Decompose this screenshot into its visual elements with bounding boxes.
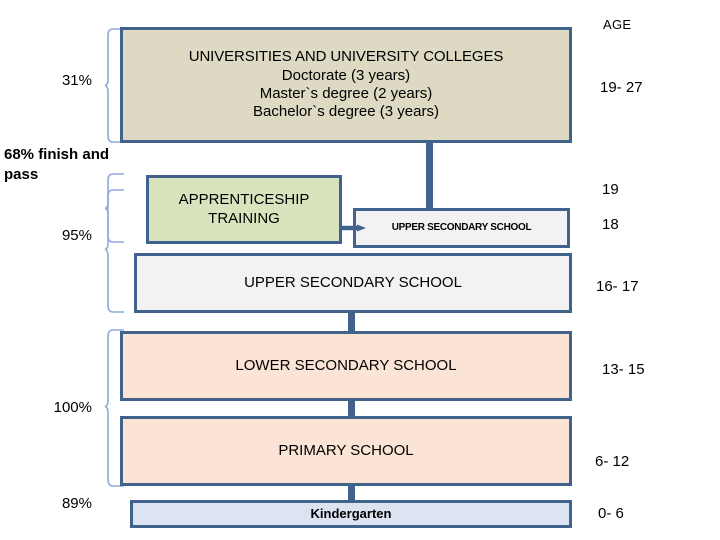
upper-secondary-large-label: UPPER SECONDARY SCHOOL bbox=[244, 273, 462, 291]
percent-label-finish-and-pass: 68% finish and pass bbox=[4, 146, 110, 184]
percent-label-compulsory: 100% bbox=[53, 399, 92, 416]
connector-lower-secondary-to-primary bbox=[348, 398, 355, 419]
age-university: 19- 27 bbox=[600, 79, 643, 96]
stage-box-primary-school[interactable]: PRIMARY SCHOOL bbox=[120, 416, 572, 486]
arrow-right-icon bbox=[341, 224, 366, 232]
brace-compulsory bbox=[104, 329, 124, 487]
apprenticeship-line-1: APPRENTICESHIP bbox=[178, 191, 310, 209]
stage-box-apprenticeship-training[interactable]: APPRENTICESHIP TRAINING bbox=[146, 175, 342, 244]
connector-primary-to-kindergarten bbox=[348, 483, 355, 503]
brace-university bbox=[104, 28, 124, 143]
lower-secondary-label: LOWER SECONDARY SCHOOL bbox=[235, 356, 457, 374]
kindergarten-label: Kindergarten bbox=[310, 506, 392, 522]
age-upper-small: 18 bbox=[602, 216, 619, 233]
percent-label-upper-secondary: 95% bbox=[61, 227, 92, 244]
upper-secondary-small-label: UPPER SECONDARY SCHOOL bbox=[391, 221, 532, 233]
stage-box-upper-secondary-school-small[interactable]: UPPER SECONDARY SCHOOL bbox=[353, 208, 570, 248]
age-kindergarten: 0- 6 bbox=[598, 505, 624, 522]
age-primary: 6- 12 bbox=[595, 453, 630, 470]
university-line-4: Bachelor`s degree (3 years) bbox=[253, 103, 439, 121]
stage-box-university[interactable]: UNIVERSITIES AND UNIVERSITY COLLEGES Doc… bbox=[120, 27, 572, 143]
university-line-3: Master`s degree (2 years) bbox=[259, 85, 433, 102]
brace-upper-secondary bbox=[104, 189, 124, 313]
stage-box-lower-secondary-school[interactable]: LOWER SECONDARY SCHOOL bbox=[120, 331, 572, 401]
university-line-1: UNIVERSITIES AND UNIVERSITY COLLEGES bbox=[188, 48, 504, 66]
age-column-heading: AGE bbox=[603, 17, 632, 32]
university-line-2: Doctorate (3 years) bbox=[281, 66, 411, 84]
primary-school-label: PRIMARY SCHOOL bbox=[278, 441, 414, 459]
stage-box-upper-secondary-school[interactable]: UPPER SECONDARY SCHOOL bbox=[134, 253, 572, 313]
age-19: 19 bbox=[602, 181, 619, 198]
age-lower-secondary: 13- 15 bbox=[602, 361, 645, 378]
percent-label-university: 31% bbox=[61, 72, 92, 89]
percent-label-kindergarten: 89% bbox=[61, 495, 92, 512]
age-upper-large: 16- 17 bbox=[596, 278, 639, 295]
apprenticeship-line-2: TRAINING bbox=[208, 209, 280, 227]
connector-upper-to-lower-secondary bbox=[348, 310, 355, 334]
stage-box-kindergarten[interactable]: Kindergarten bbox=[130, 500, 572, 528]
connector-university-to-upper-secondary bbox=[426, 141, 433, 211]
